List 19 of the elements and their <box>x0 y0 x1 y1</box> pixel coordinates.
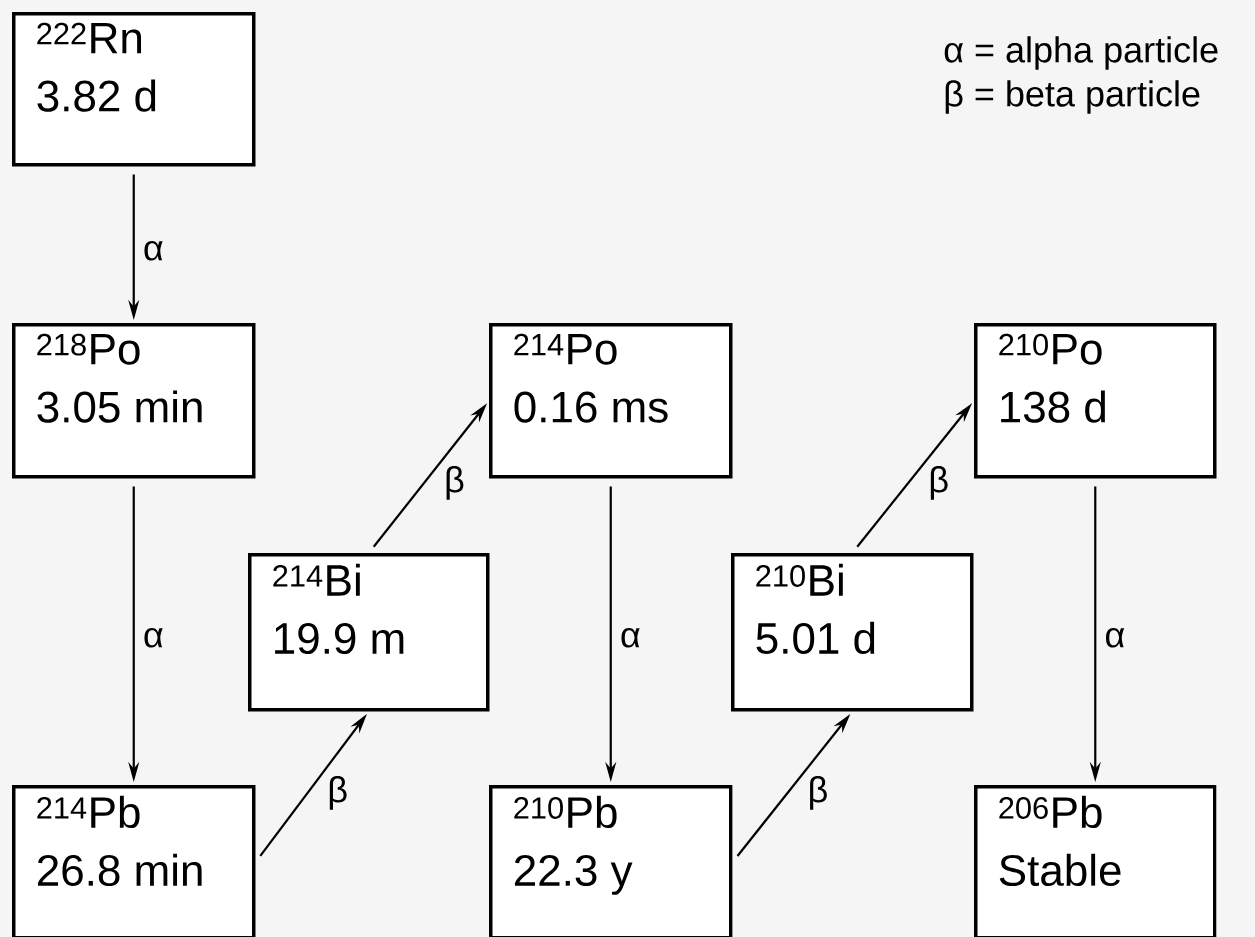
edge-label: β <box>329 776 347 810</box>
isotope-box: $^{218}$Po 3.05 min <box>12 323 256 479</box>
legend-text: α = alpha particle <box>944 36 1218 70</box>
isotope-box: $^{210}$Bi 5.01 d <box>731 553 974 712</box>
edge-label: β <box>446 466 464 500</box>
isotope-box: $^{214}$Bi 19.9 m <box>248 553 490 712</box>
edge-label: α <box>1105 627 1125 648</box>
isotope-box: $^{214}$Pb 26.8 min <box>12 785 256 937</box>
isotope-box: $^{214}$Po 0.16 ms <box>489 323 733 479</box>
isotope-box: $^{206}$Pb Stable <box>974 785 1217 937</box>
edge-label: β <box>930 466 948 500</box>
edge-label: α <box>144 627 163 648</box>
isotope-box: $^{222}$Rn 3.82 d <box>12 12 256 167</box>
isotope-box: $^{210}$Po 138 d <box>974 323 1217 479</box>
isotope-box: $^{210}$Pb 22.3 y <box>489 785 733 937</box>
edge-label: α <box>144 240 163 261</box>
edge-label: α <box>621 627 640 648</box>
edge-label: β <box>810 776 827 810</box>
legend-text: β = beta particle <box>945 80 1200 114</box>
